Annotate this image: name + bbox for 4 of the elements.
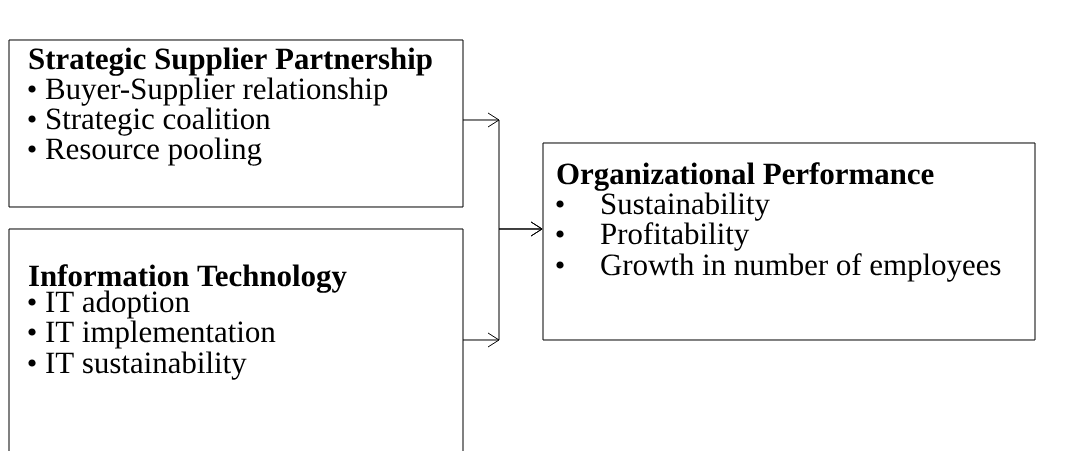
text-box: Information Technology IT adoption IT implementation IT sustainability [8,228,464,451]
text-box: Strategic Supplier Partnership Buyer-Supplier relationship Strategic coalition Resource pooling [8,39,464,208]
text-box: Organizational Performance Sustainability Profitability Growth in number of employees [542,142,1036,341]
arrow [462,221,543,348]
